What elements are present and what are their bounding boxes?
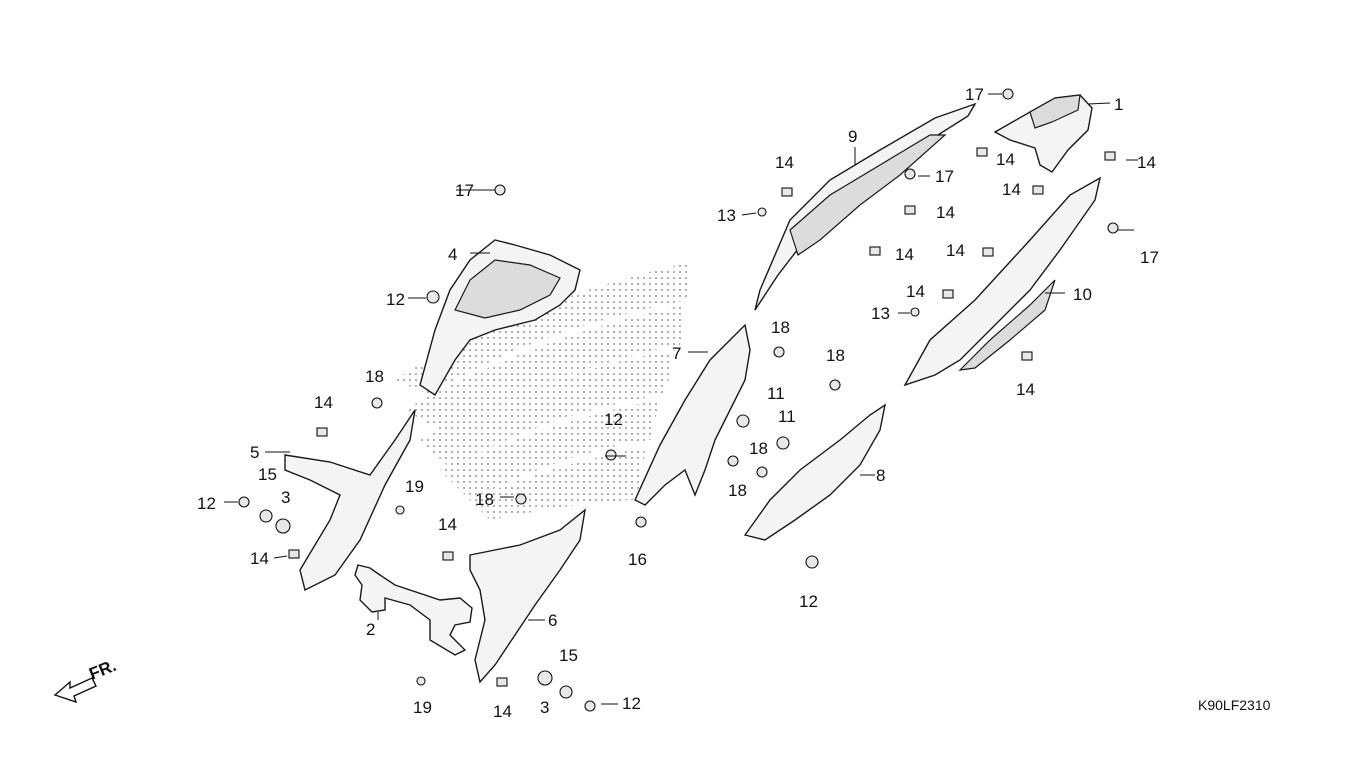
callout-14: 14 — [775, 153, 794, 172]
part-9-side-cover — [754, 102, 977, 311]
callout-3: 3 — [281, 488, 290, 507]
leader-lines — [224, 93, 1138, 705]
wing-logo-watermark — [395, 262, 690, 520]
callout-19: 19 — [413, 698, 432, 717]
callout-15: 15 — [559, 646, 578, 665]
callout-5: 5 — [250, 443, 259, 462]
callout-14: 14 — [1002, 180, 1021, 199]
callout-18: 18 — [728, 481, 747, 500]
callout-14: 14 — [936, 203, 955, 222]
part-7-inner-panel — [634, 323, 751, 506]
callout-17: 17 — [965, 85, 984, 104]
front-label: FR. — [86, 656, 119, 684]
part-10-side-cover — [903, 176, 1102, 387]
callout-12: 12 — [197, 494, 216, 513]
part-8-lower-cover — [743, 403, 887, 541]
fasteners — [238, 88, 1119, 712]
callout-8: 8 — [876, 466, 885, 485]
callout-18: 18 — [365, 367, 384, 386]
callout-6: 6 — [548, 611, 557, 630]
part-4-center-cover — [419, 239, 581, 396]
callout-17: 17 — [1140, 248, 1159, 267]
arrow-icon — [53, 677, 97, 704]
callout-14: 14 — [438, 515, 457, 534]
callout-17: 17 — [455, 181, 474, 200]
callout-14: 14 — [493, 702, 512, 721]
callout-18: 18 — [475, 490, 494, 509]
callout-12: 12 — [799, 592, 818, 611]
callout-13: 13 — [871, 304, 890, 323]
callout-12: 12 — [386, 290, 405, 309]
callout-13: 13 — [717, 206, 736, 225]
callout-14: 14 — [314, 393, 333, 412]
callout-7: 7 — [672, 344, 681, 363]
callout-14: 14 — [1016, 380, 1035, 399]
diagram-code: K90LF2310 — [1198, 697, 1271, 713]
callout-9: 9 — [848, 127, 857, 146]
callout-19: 19 — [405, 477, 424, 496]
part-6-lower-cover — [469, 508, 586, 684]
callout-14: 14 — [906, 282, 925, 301]
part-5-front-cover — [265, 409, 416, 592]
callout-11: 11 — [778, 407, 796, 426]
callout-18: 18 — [771, 318, 790, 337]
callout-12: 12 — [622, 694, 641, 713]
callout-labels: 1 17 9 14 14 14 17 14 17 13 14 14 14 4 1… — [197, 85, 1159, 721]
callout-10: 10 — [1073, 285, 1092, 304]
callout-3: 3 — [540, 698, 549, 717]
part-1-rear-cover — [993, 94, 1111, 173]
callout-14: 14 — [895, 245, 914, 264]
callout-14: 14 — [946, 241, 965, 260]
callout-17: 17 — [935, 167, 954, 186]
callout-18: 18 — [826, 346, 845, 365]
callout-11: 11 — [767, 384, 785, 403]
callout-14: 14 — [996, 150, 1015, 169]
callout-14: 14 — [250, 549, 269, 568]
callout-2: 2 — [366, 620, 375, 639]
callout-15: 15 — [258, 465, 277, 484]
part-2-bracket — [354, 564, 473, 656]
callout-18: 18 — [749, 439, 768, 458]
callout-16: 16 — [628, 550, 647, 569]
front-arrow: FR. — [53, 656, 119, 704]
callout-12: 12 — [604, 410, 623, 429]
callout-14: 14 — [1137, 153, 1156, 172]
callout-4: 4 — [448, 245, 457, 264]
callout-1: 1 — [1114, 95, 1123, 114]
